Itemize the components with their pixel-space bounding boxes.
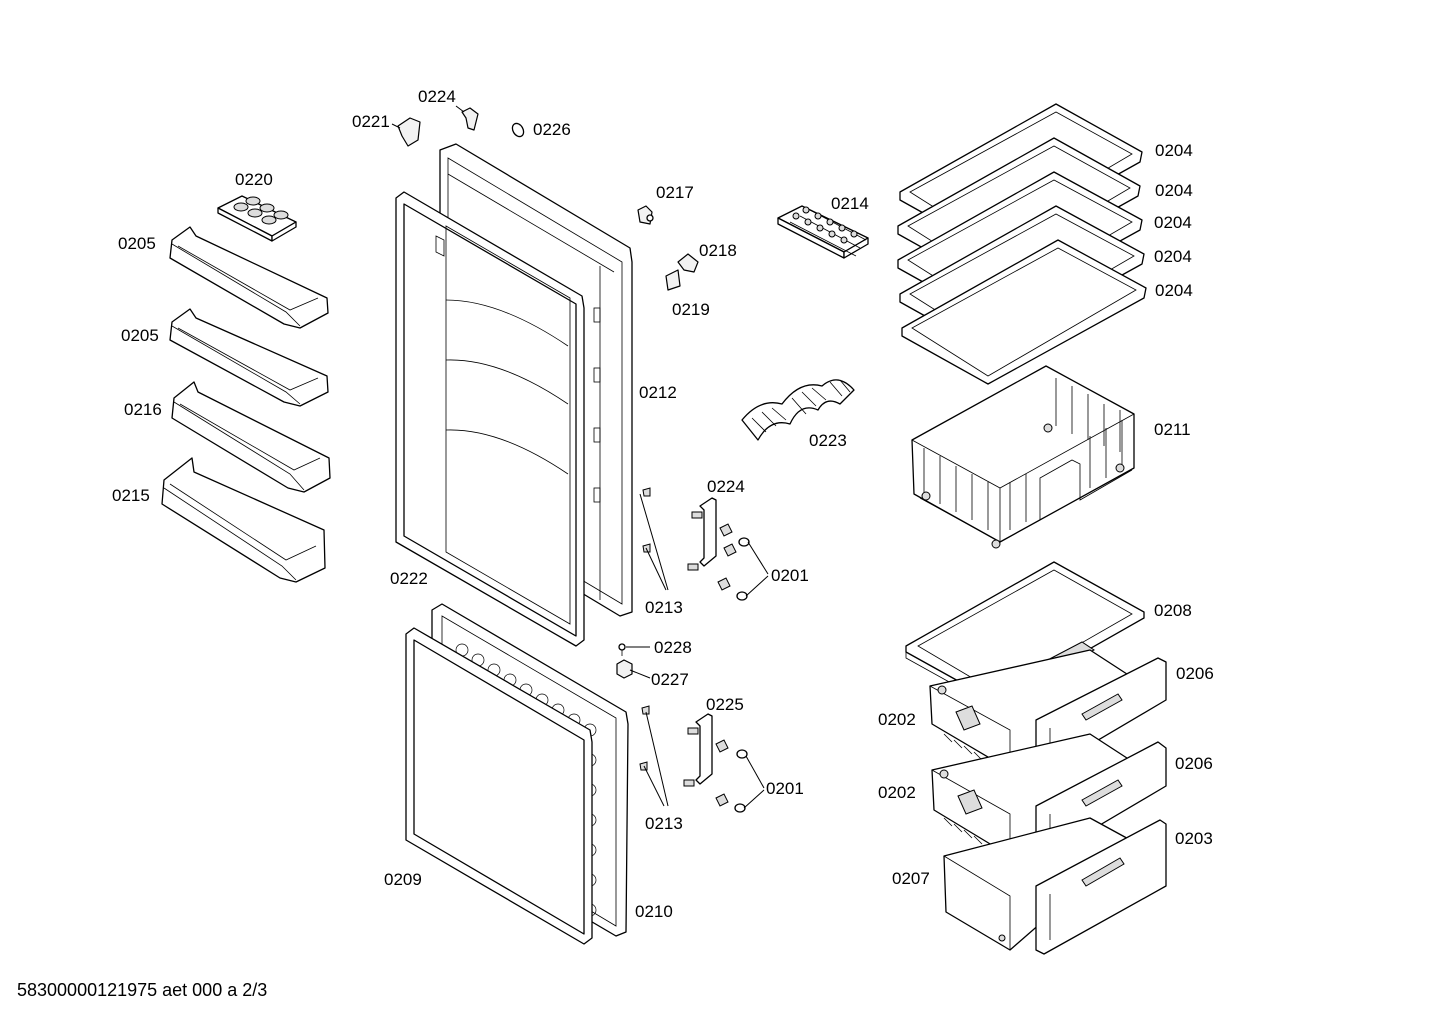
- part-0219-bracket: [665, 269, 681, 291]
- part-0223-bottle-rack: [741, 379, 855, 441]
- label-0206-upper: 0206: [1176, 664, 1214, 683]
- part-0205-door-shelf-upper: [169, 226, 329, 329]
- part-0218-bracket: [677, 253, 699, 273]
- part-0205-door-shelf-middle: [169, 308, 329, 407]
- part-0213-screws-lower: [639, 705, 650, 771]
- label-0215: 0215: [112, 486, 150, 505]
- label-0204-d: 0204: [1154, 247, 1192, 266]
- part-0225-hinge-bracket: [683, 713, 713, 787]
- part-labels: 0221 0224 0226 0220 0205 0205 0216 0215 …: [112, 87, 1214, 921]
- part-0201-screws-upper: [717, 523, 750, 601]
- label-0204-e: 0204: [1155, 281, 1193, 300]
- label-0207: 0207: [892, 869, 930, 888]
- label-0205-upper: 0205: [118, 234, 156, 253]
- part-0226-cap: [511, 122, 525, 138]
- part-0201-screws-lower: [715, 739, 748, 813]
- label-0209: 0209: [384, 870, 422, 889]
- label-0201-upper: 0201: [771, 566, 809, 585]
- label-0213-upper: 0213: [645, 598, 683, 617]
- part-0214-ice-cube-tray: [777, 205, 869, 259]
- label-0216: 0216: [124, 400, 162, 419]
- label-0213-lower: 0213: [645, 814, 683, 833]
- part-0224-hinge-top: [461, 107, 479, 131]
- part-0202-drawer-upper: [929, 649, 1131, 771]
- label-0211: 0211: [1154, 420, 1191, 439]
- part-0213-screws-upper: [642, 487, 651, 553]
- label-0224-middle: 0224: [707, 477, 745, 496]
- part-0224-hinge-bracket: [687, 497, 717, 571]
- label-0221: 0221: [352, 112, 390, 131]
- label-0205-middle: 0205: [121, 326, 159, 345]
- label-0224-top: 0224: [418, 87, 456, 106]
- part-0204-glass-shelves: [897, 103, 1147, 385]
- label-0217: 0217: [656, 183, 694, 202]
- part-0228-pin: [618, 643, 626, 656]
- label-0201-lower: 0201: [766, 779, 804, 798]
- document-footer-code: 58300000121975 aet 000 a 2/3: [17, 980, 268, 1000]
- part-0211-crisper-box: [911, 365, 1135, 549]
- leader-lines: [391, 105, 769, 809]
- label-0225: 0225: [706, 695, 744, 714]
- label-0223: 0223: [809, 431, 847, 450]
- label-0222: 0222: [390, 569, 428, 588]
- label-0202-middle: 0202: [878, 783, 916, 802]
- label-0204-a: 0204: [1155, 141, 1193, 160]
- part-0215-bottle-shelf: [161, 457, 326, 583]
- label-0210: 0210: [635, 902, 673, 921]
- label-0204-c: 0204: [1154, 213, 1192, 232]
- label-0220: 0220: [235, 170, 273, 189]
- part-0220-egg-tray: [217, 195, 297, 242]
- part-0222-door-gasket: [395, 191, 585, 647]
- part-0221-hinge-cover: [397, 117, 421, 147]
- label-0203: 0203: [1175, 829, 1213, 848]
- part-0209-freezer-gasket: [405, 627, 593, 945]
- label-0206-middle: 0206: [1175, 754, 1213, 773]
- label-0219: 0219: [672, 300, 710, 319]
- label-0204-b: 0204: [1155, 181, 1193, 200]
- label-0218: 0218: [699, 241, 737, 260]
- label-0227: 0227: [651, 670, 689, 689]
- label-0208: 0208: [1154, 601, 1192, 620]
- label-0214: 0214: [831, 194, 869, 213]
- label-0228: 0228: [654, 638, 692, 657]
- part-0217-clip: [637, 205, 654, 225]
- part-0203-drawer-front-lower: [1035, 819, 1167, 955]
- label-0202-upper: 0202: [878, 710, 916, 729]
- label-0226: 0226: [533, 120, 571, 139]
- label-0212: 0212: [639, 383, 677, 402]
- part-0216-door-shelf: [171, 381, 331, 493]
- part-0227-block: [616, 659, 633, 679]
